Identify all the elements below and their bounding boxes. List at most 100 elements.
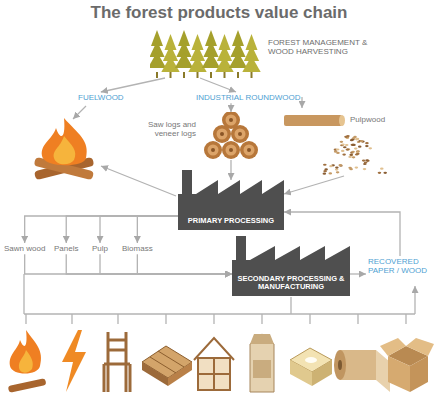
text-node: Pulp — [92, 244, 108, 253]
tree-trunk — [224, 72, 226, 78]
wood-chip — [378, 172, 382, 174]
box-icon — [380, 338, 434, 392]
log-core — [247, 148, 251, 152]
flow-arrow — [137, 254, 232, 274]
log-core — [229, 118, 233, 122]
wood-chip — [349, 154, 353, 156]
log-end — [222, 141, 240, 159]
tree-trunk — [251, 72, 253, 78]
product-line — [24, 313, 415, 314]
wood-chip — [354, 147, 358, 149]
tree-trunk — [197, 72, 199, 78]
node-label: Pulpwood — [350, 115, 416, 124]
flow-arrow — [137, 216, 178, 243]
icon-node: FOREST MANAGEMENT & WOOD HARVESTING — [150, 28, 375, 78]
text-node: INDUSTRIAL ROUNDWOOD — [196, 93, 301, 102]
node-label: PRIMARY PROCESSING — [178, 217, 284, 226]
flow-arrow — [200, 78, 236, 92]
wood-chip — [345, 144, 349, 146]
chair-icon — [104, 332, 130, 392]
fire-icon — [8, 330, 47, 393]
flow-arrow — [284, 212, 400, 256]
product-line — [23, 274, 24, 314]
product-line — [290, 297, 291, 314]
flow-arrow — [101, 78, 165, 92]
wood-chip — [362, 159, 366, 161]
wood-chip — [339, 165, 343, 167]
wood-chip — [365, 142, 369, 144]
log-core — [220, 132, 224, 136]
tree-crown — [242, 56, 260, 72]
title-area: The forest products value chain — [0, 3, 438, 23]
wood-chip — [364, 161, 368, 163]
factory-node: PRIMARY PROCESSING — [178, 170, 284, 230]
tree-trunk — [170, 72, 172, 78]
node-label: Saw logs and veneer logs — [136, 120, 196, 138]
wood-chip — [350, 139, 354, 141]
log-ring — [208, 145, 219, 156]
flow-arrow — [25, 254, 232, 274]
wood-chip — [342, 153, 346, 155]
text-node: FUELWOOD — [78, 93, 124, 102]
wood-chip — [352, 137, 356, 139]
node-label: FUELWOOD — [78, 93, 124, 102]
wood-chip — [351, 144, 355, 146]
wood-chip — [380, 168, 384, 170]
energy-icon — [62, 330, 86, 392]
node-label: INDUSTRIAL ROUNDWOOD — [196, 93, 301, 102]
wood-chip — [343, 146, 347, 148]
wood-chip — [356, 138, 360, 140]
node-label: FOREST MANAGEMENT & WOOD HARVESTING — [268, 38, 373, 56]
wood-chip — [358, 146, 362, 148]
wood-chip — [335, 166, 339, 168]
house-icon — [194, 338, 234, 390]
pulpwood-log — [284, 115, 342, 126]
log-end — [240, 141, 258, 159]
wood-chip — [323, 164, 327, 166]
log-end — [339, 115, 345, 126]
text-node: RECOVERED PAPER / WOOD — [368, 257, 432, 275]
product-icons — [8, 330, 434, 393]
wood-chip — [334, 151, 338, 153]
tree-trunk — [183, 72, 185, 78]
wood-chip — [351, 144, 355, 146]
wood-chip — [340, 141, 344, 143]
carton-icon — [250, 334, 274, 392]
wood-chip — [351, 151, 355, 153]
icon-node: Saw logs and veneer logs — [136, 112, 264, 160]
flow-arrow — [301, 98, 303, 108]
trees-icon — [150, 28, 262, 78]
wood-chip — [329, 165, 333, 167]
wood-chip — [366, 160, 370, 162]
wood-chip — [355, 138, 359, 140]
text-node: Sawn wood — [4, 244, 45, 253]
wood-chip — [349, 168, 353, 170]
fire-icon — [34, 118, 95, 180]
log-end — [204, 141, 222, 159]
wood-chip — [363, 168, 367, 170]
flow-lines — [24, 106, 415, 324]
factory-shape — [232, 236, 350, 296]
flow-arrow — [100, 254, 232, 274]
wood-chip — [355, 166, 359, 168]
flooring-icon — [142, 346, 192, 386]
tree-crown — [161, 56, 179, 72]
text-node: Biomass — [122, 244, 153, 253]
node-label: Panels — [54, 244, 78, 253]
wood-chip — [348, 156, 352, 158]
wood-chip — [323, 173, 327, 175]
log-ring — [217, 129, 228, 140]
wood-chip — [383, 172, 387, 174]
node-label: Pulp — [92, 244, 108, 253]
flow-arrow — [230, 103, 231, 112]
log-ring — [235, 129, 246, 140]
wood-chip — [352, 156, 356, 158]
tree-trunk — [156, 72, 158, 78]
tissue-icon — [290, 348, 332, 386]
tree-crown — [215, 56, 233, 72]
flow-arrow — [230, 160, 231, 180]
flow-arrow — [284, 176, 344, 194]
flow-arrow — [25, 216, 178, 243]
fuel-line — [73, 106, 86, 119]
